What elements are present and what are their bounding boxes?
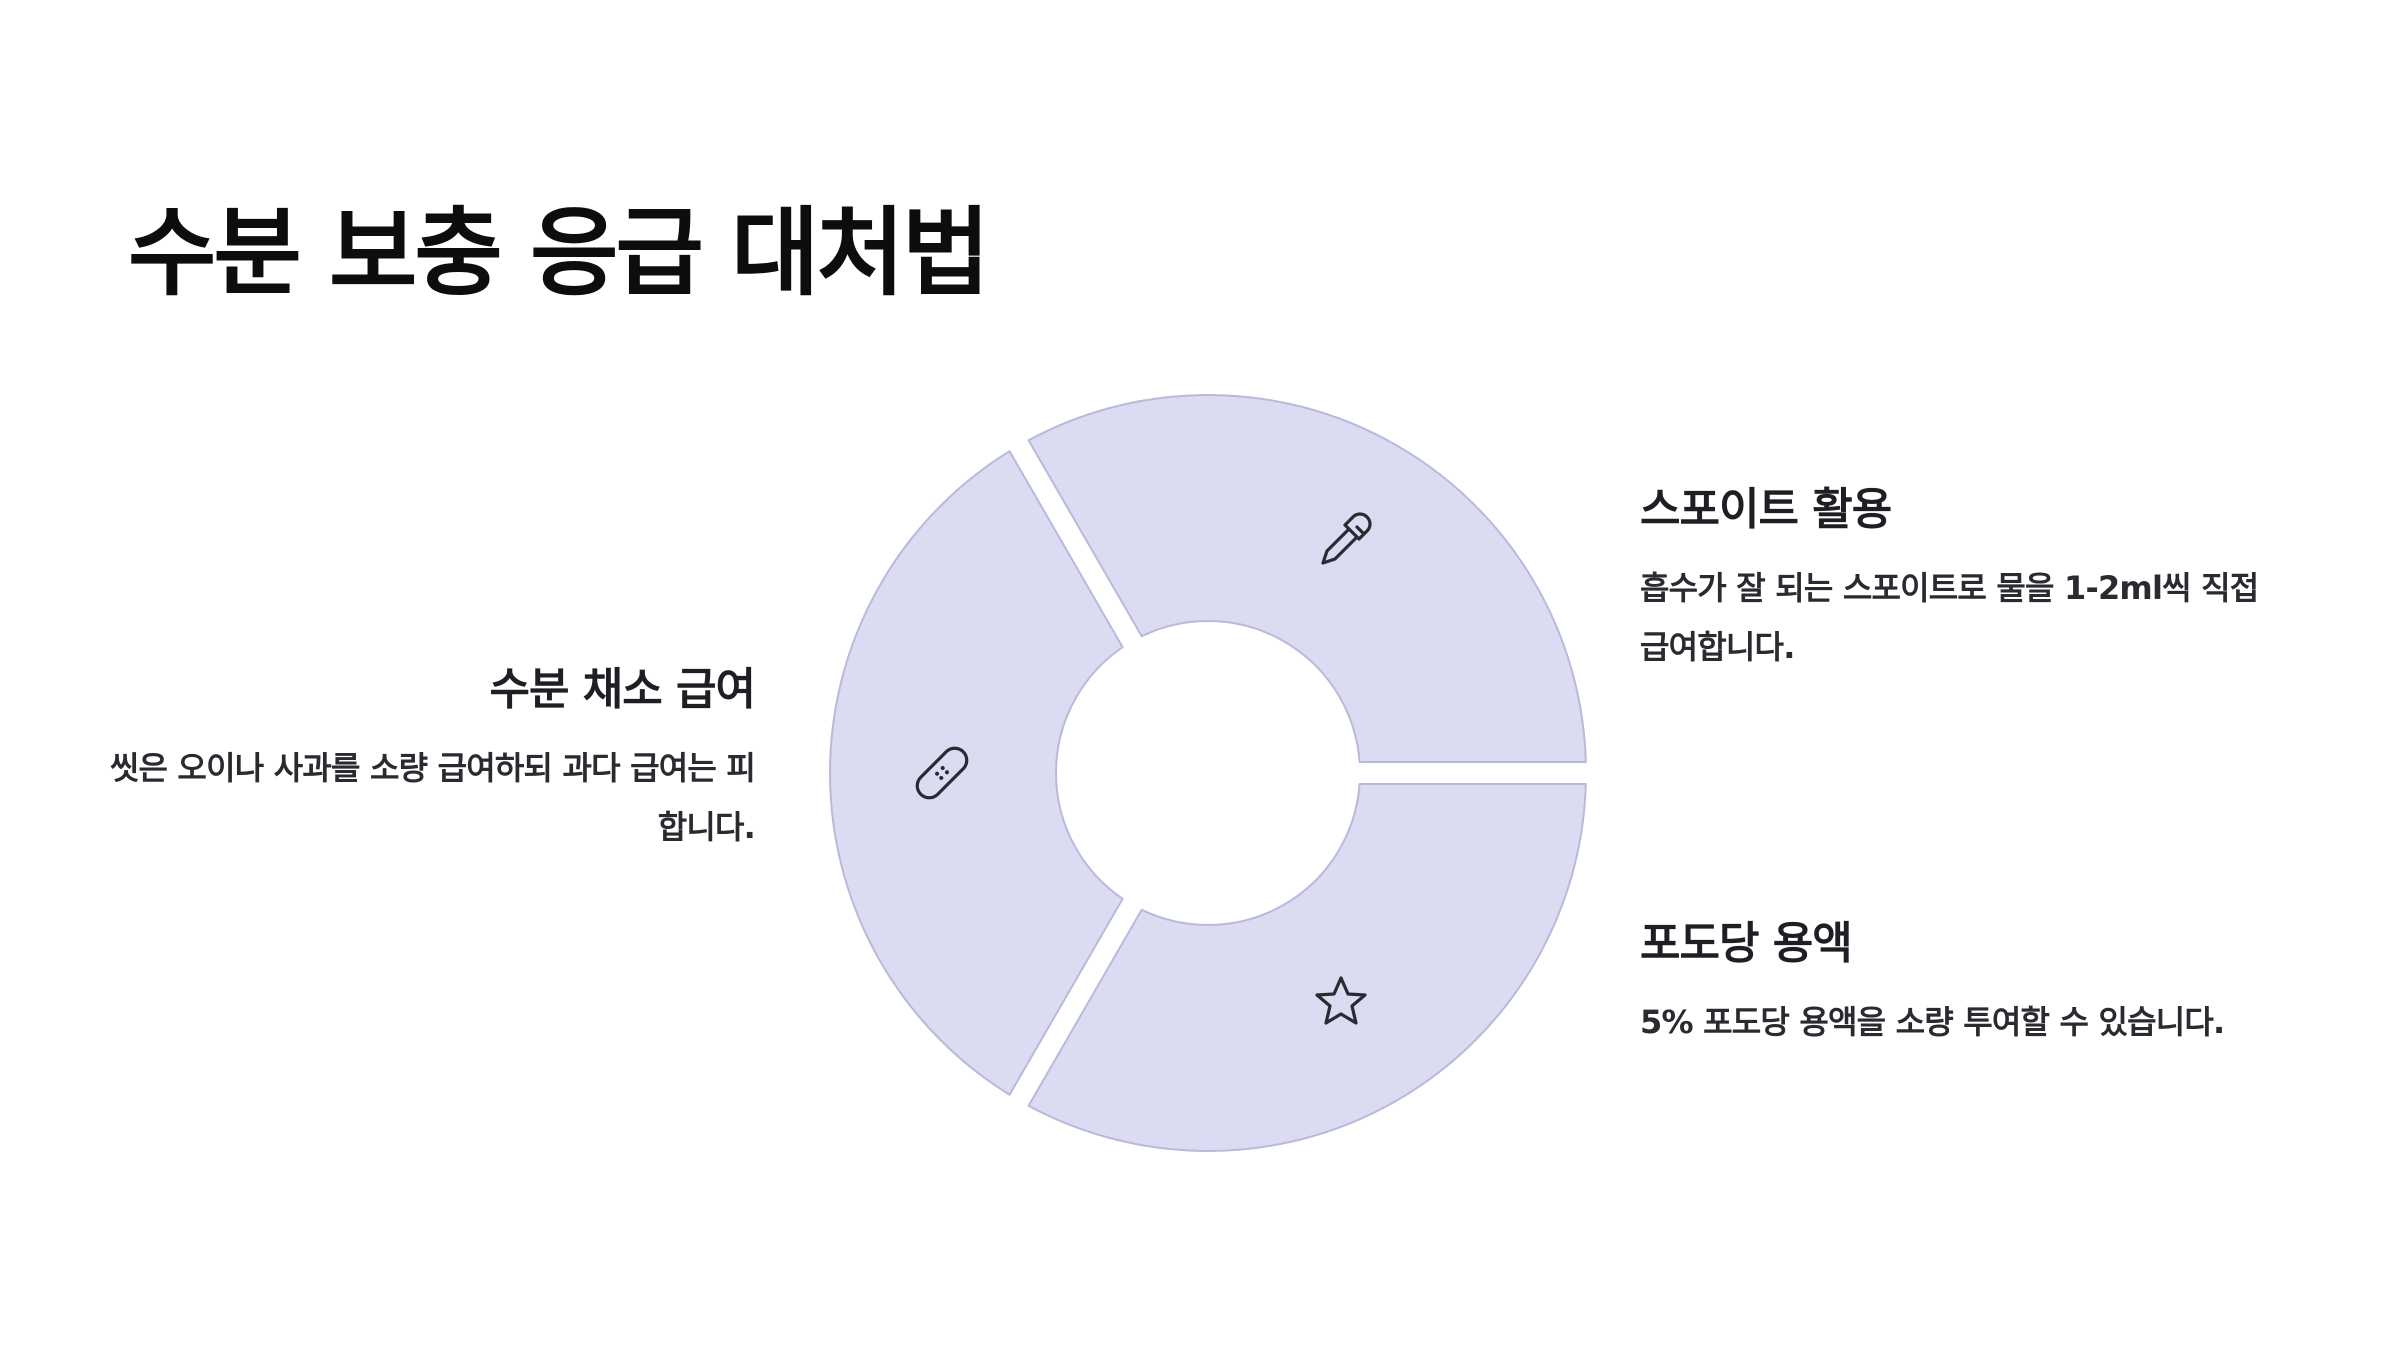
segments-group	[829, 394, 1587, 1152]
segment-heading: 스포이트 활용	[1640, 484, 1892, 535]
segment-vegetable	[829, 450, 1124, 1096]
icons-group	[915, 512, 1372, 1025]
segment-heading: 포도당 용액	[1640, 918, 1853, 969]
star-icon	[1315, 976, 1367, 1025]
segment-block-dropper: 스포이트 활용 흡수가 잘 되는 스포이트로 물을 1-2ml씩 직접 급여합니…	[1640, 484, 2280, 677]
segment-block-vegetable: 수분 채소 급여 씻은 오이나 사과를 소량 급여하되 과다 급여는 피합니다.	[105, 664, 756, 857]
segment-block-glucose: 포도당 용액 5% 포도당 용액을 소량 투여할 수 있습니다.	[1640, 918, 2300, 1052]
dropper-icon	[1321, 512, 1372, 565]
bandage-icon	[915, 746, 969, 800]
segment-glucose	[1027, 782, 1587, 1152]
segment-text: 씻은 오이나 사과를 소량 급여하되 과다 급여는 피합니다.	[109, 748, 756, 846]
segment-text: 5% 포도당 용액을 소량 투여할 수 있습니다.	[1640, 1002, 2225, 1041]
segment-dropper	[1027, 394, 1587, 764]
segment-heading: 수분 채소 급여	[489, 664, 756, 715]
segment-text: 흡수가 잘 되는 스포이트로 물을 1-2ml씩 직접 급여합니다.	[1640, 568, 2259, 666]
page-title: 수분 보충 응급 대처법	[128, 197, 990, 309]
